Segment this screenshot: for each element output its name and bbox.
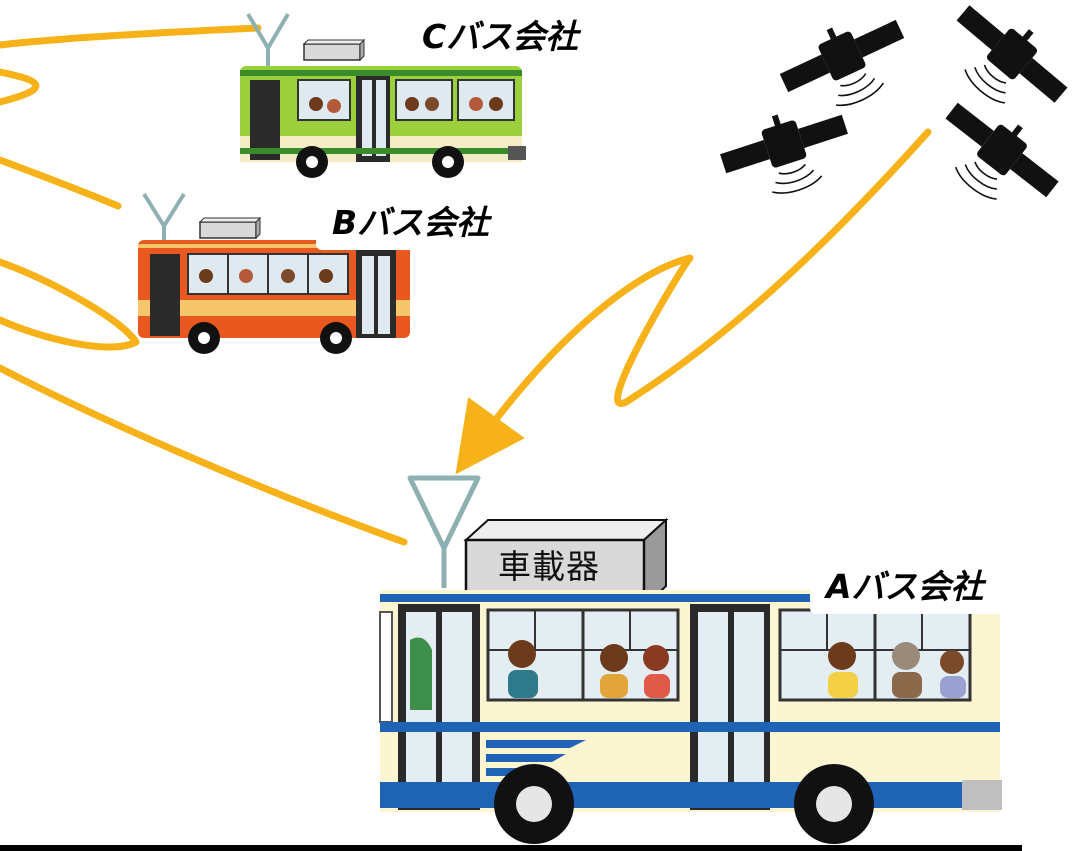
- satellite-icon: [945, 102, 1059, 200]
- onboard-device-label: 車載器: [498, 547, 600, 586]
- company-label-b: Bバス会社: [316, 196, 508, 250]
- satellite-icon: [779, 19, 905, 107]
- antenna-icon: [407, 475, 481, 588]
- bus-a: [379, 475, 1002, 844]
- company-label-a: Aバス会社: [810, 560, 1010, 614]
- bus-c: [240, 12, 526, 178]
- signal-lines: [0, 24, 932, 546]
- signal-line-c: [0, 24, 262, 210]
- signal-line-b: [0, 258, 140, 351]
- satellite-icon: [956, 5, 1068, 104]
- company-label-c: Cバス会社: [404, 10, 602, 64]
- antenna-icon: [142, 192, 186, 242]
- onboard-device-icon: [198, 216, 262, 240]
- bus-b: [138, 192, 410, 354]
- signal-line-a: [0, 364, 408, 546]
- satellite-icon: [720, 114, 848, 194]
- satellite-signal-arrow: [455, 128, 932, 475]
- onboard-device-icon: [302, 38, 366, 62]
- antenna-icon: [246, 12, 290, 66]
